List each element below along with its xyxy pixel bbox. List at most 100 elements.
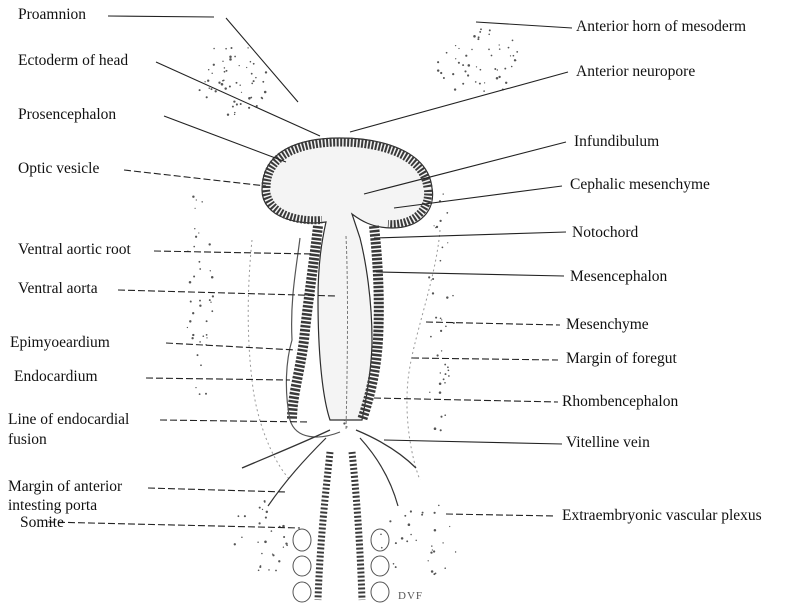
stipple-dot	[282, 525, 285, 528]
stipple-dot	[196, 199, 197, 200]
stipple-dot	[442, 542, 443, 543]
stipple-dot	[275, 570, 277, 572]
stipple-dot	[440, 372, 441, 373]
stipple-dot	[440, 330, 442, 332]
somite-left-2	[293, 556, 311, 576]
stipple-dot	[192, 312, 194, 314]
leader-ventral-aorta	[118, 290, 336, 296]
posterior-neural-tube-right	[352, 452, 362, 600]
somite-left-3	[293, 582, 311, 602]
stipple-dot	[465, 55, 467, 57]
stipple-dot	[195, 236, 197, 238]
stipple-dot	[247, 47, 248, 48]
stipple-dot	[268, 569, 270, 571]
stipple-dot	[246, 67, 247, 68]
leader-prosencephalon	[164, 116, 286, 162]
stipple-dot	[212, 295, 214, 297]
stipple-dot	[251, 83, 253, 85]
stipple-dot	[204, 81, 205, 82]
stipple-dot	[389, 520, 391, 522]
somite-right-1	[371, 529, 389, 551]
stipple-dot	[343, 422, 345, 424]
stipple-dot	[197, 354, 199, 356]
stipple-dot	[262, 81, 264, 83]
stipple-dot	[446, 52, 448, 54]
label-anterior-horn-of-mesoderm: Anterior horn of mesoderm	[576, 18, 746, 35]
vitelline-vein-left	[242, 430, 330, 468]
stipple-dot	[258, 569, 260, 571]
leader-vitelline-vein	[384, 440, 562, 444]
stipple-dot	[408, 523, 411, 526]
somite-right-2	[371, 556, 389, 576]
stipple-dot	[192, 195, 194, 197]
stipple-dot	[464, 70, 466, 72]
stipple-dot	[448, 370, 449, 371]
label-margin-of-anterior-intestinal-porta-1: Margin of anterior	[8, 478, 122, 495]
stipple-dot	[226, 70, 228, 72]
stipple-dot	[213, 64, 215, 66]
stipple-dot	[489, 29, 491, 31]
stipple-dot	[395, 566, 397, 568]
stipple-dot	[380, 534, 382, 536]
stipple-dot	[438, 505, 440, 507]
label-somite: Somite	[20, 514, 64, 531]
stipple-dot	[227, 114, 229, 116]
stipple-dot	[494, 68, 496, 70]
stipple-dot	[511, 66, 513, 68]
stipple-dot	[443, 378, 445, 380]
stipple-dot	[479, 83, 481, 85]
stipple-dot	[207, 80, 209, 82]
stipple-dot	[479, 31, 481, 33]
stipple-dot	[497, 69, 498, 70]
stipple-dot	[512, 40, 514, 42]
stipple-dot	[264, 502, 265, 503]
stipple-dot	[513, 55, 515, 57]
label-ventral-aorta: Ventral aorta	[18, 280, 98, 297]
stipple-dot	[441, 319, 442, 320]
stipple-dot	[455, 58, 456, 59]
stipple-dot	[239, 65, 240, 66]
stipple-dot	[393, 563, 395, 565]
stipple-dot	[194, 228, 195, 229]
leader-rhombencephalon	[374, 398, 558, 402]
vitelline-vein-right	[356, 430, 416, 468]
stipple-dot	[442, 247, 444, 249]
stipple-dot	[231, 47, 233, 49]
stipple-dot	[266, 511, 268, 513]
stipple-dot	[415, 540, 416, 541]
stipple-dot	[285, 543, 287, 545]
stipple-dot	[433, 550, 435, 552]
label-rhombencephalon: Rhombencephalon	[562, 393, 678, 410]
stipple-dot	[422, 512, 424, 514]
stipple-dot	[195, 387, 196, 388]
stipple-dot	[504, 68, 506, 70]
stipple-dot	[447, 366, 449, 368]
stipple-dot	[434, 427, 437, 430]
stipple-dot	[238, 515, 240, 517]
stipple-dot	[484, 82, 485, 83]
stipple-dot	[448, 375, 450, 377]
stipple-dot	[433, 573, 435, 575]
stipple-dot	[432, 292, 434, 294]
stipple-dot	[210, 302, 211, 303]
leader-anterior-horn	[476, 22, 572, 28]
leader-intestinal-porta	[148, 488, 286, 492]
stipple-dot	[516, 51, 518, 53]
foregut-margin-right	[407, 230, 440, 480]
stipple-dot	[440, 260, 442, 262]
stipple-dot	[428, 276, 430, 278]
stipple-dot	[206, 334, 208, 336]
stipple-dot	[432, 549, 433, 550]
stipple-dot	[449, 526, 450, 527]
stipple-dot	[455, 551, 456, 552]
stipple-dot	[234, 56, 236, 58]
stipple-dot	[236, 82, 238, 84]
stipple-dot	[209, 299, 211, 301]
stipple-dot	[190, 301, 192, 303]
label-epimyocardium: Epimyoeardium	[10, 334, 110, 351]
label-line-of-endocardial-fusion-2: fusion	[8, 431, 47, 448]
stipple-dot	[251, 73, 253, 75]
stipple-dot	[435, 317, 437, 319]
label-ventral-aortic-root: Ventral aortic root	[18, 241, 131, 258]
